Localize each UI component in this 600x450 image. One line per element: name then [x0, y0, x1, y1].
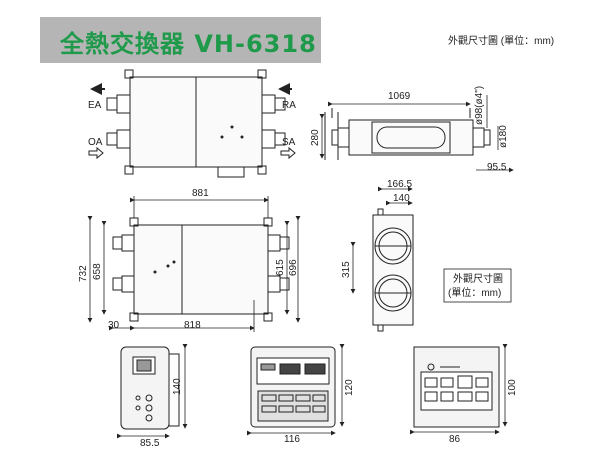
unit-end-view: [372, 208, 414, 332]
dim-end-height: 315: [341, 261, 352, 278]
dim-inner-width: 818: [184, 320, 201, 331]
dim-remote3-height: 100: [507, 379, 518, 396]
dim-total-depth: 732: [78, 265, 89, 282]
sa-label: SA: [282, 137, 296, 148]
dim-remote3-width: 86: [449, 434, 461, 445]
dim-outer-spacing: 696: [288, 259, 299, 276]
dim-top-width: 881: [192, 188, 209, 199]
unit-note-box: [443, 268, 512, 303]
title-banner: [40, 17, 321, 63]
dim-remote2-height: 120: [344, 379, 355, 396]
dim-remote1-width: 85.5: [140, 438, 160, 449]
dim-remote2-width: 116: [284, 434, 300, 445]
unit-plan-view: [112, 217, 290, 322]
dim-left-margin: 30: [108, 320, 120, 331]
ra-label: RA: [282, 100, 296, 111]
dim-remote1-height: 140: [172, 378, 183, 395]
dim-end-inner: 140: [393, 193, 410, 204]
oa-label: OA: [88, 137, 103, 148]
dim-mount-spacing: 615: [275, 259, 286, 276]
remote-controller-2: [250, 346, 336, 428]
unit-top-view: [106, 69, 286, 178]
ea-label: EA: [88, 100, 102, 111]
oa-arrow-icon: [88, 146, 104, 160]
dim-duct: ø180: [498, 125, 509, 148]
page-title: 全熱交換器 VH-6318: [60, 30, 317, 58]
dim-offset-side: 95.5: [487, 162, 507, 173]
dim-length: 1069: [388, 91, 411, 102]
unit-note: 外觀尺寸圖 (單位：mm): [448, 36, 555, 47]
unit-note-box-line1: 外觀尺寸圖: [453, 272, 503, 285]
sa-arrow-icon: [280, 146, 296, 160]
unit-side-view: [324, 108, 491, 160]
remote-controller-3: [413, 346, 500, 428]
dim-end-width: 166.5: [387, 179, 412, 190]
remote-controller-1: [120, 346, 180, 430]
dim-inner-depth: 658: [92, 263, 103, 280]
unit-note-box-line2: (單位：mm): [448, 286, 501, 299]
dim-height: 280: [310, 129, 321, 146]
dim-diameter: ø98(ø4"): [474, 86, 485, 125]
